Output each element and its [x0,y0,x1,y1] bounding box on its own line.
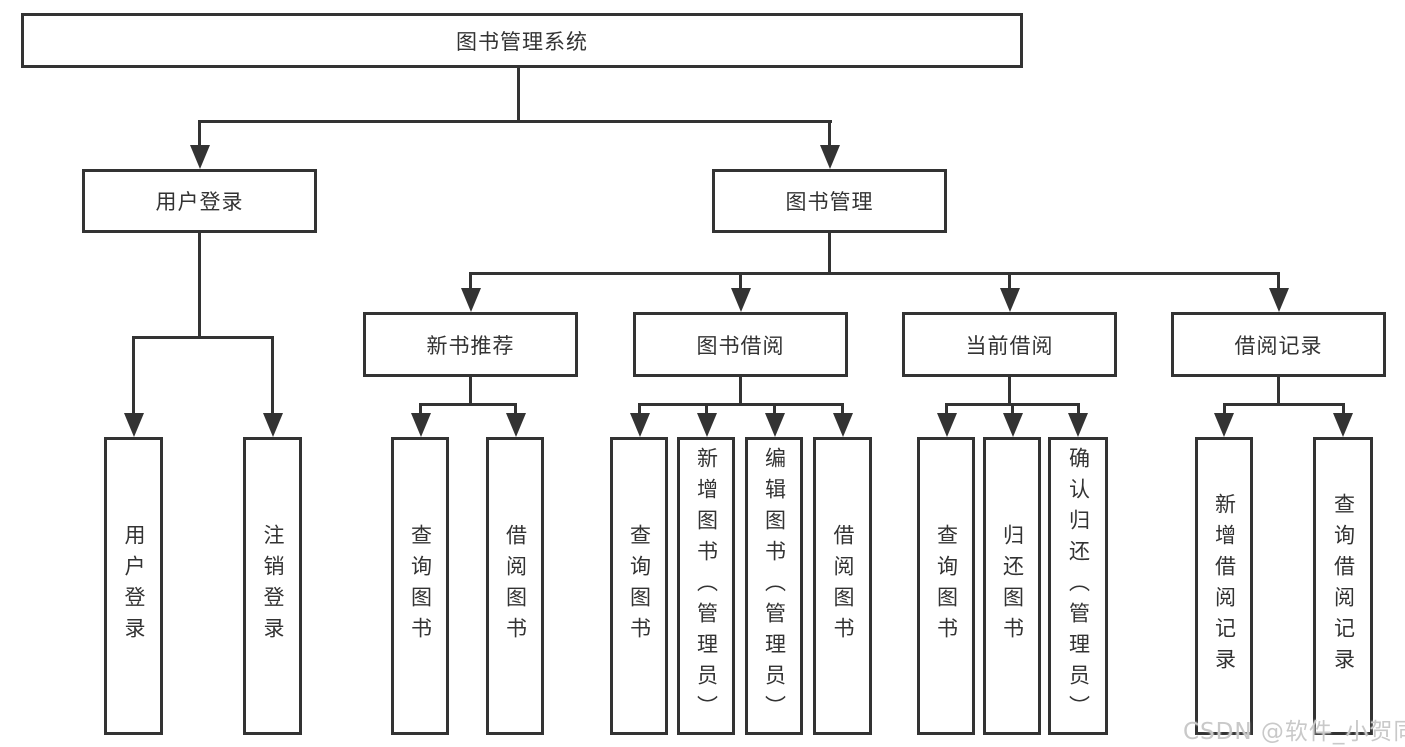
leaf-logout-label: 注销登录 [261,524,285,648]
leaf-newbook-query-books-label: 查询图书 [408,524,433,648]
arrowhead-icon [1333,413,1353,437]
connector-line [1341,406,1345,415]
leaf-add-books-admin: 新增图书（管理员） [677,437,735,735]
arrowhead-icon [629,413,650,437]
arrowhead-icon [696,413,717,437]
leaf-query-borrow-record: 查询借阅记录 [1313,437,1373,735]
connector-line [828,123,831,147]
node-root-label: 图书管理系统 [456,29,588,54]
connector-line [945,403,1080,406]
connector-line [1222,403,1345,406]
csdn-watermark: CSDN @软件_小贺同学 [1183,719,1405,745]
node-book-borrow: 图书借阅 [633,312,848,377]
node-current-borrow-label: 当前借阅 [965,333,1054,358]
leaf-newbook-query-books: 查询图书 [391,437,449,735]
arrowhead-icon [1214,413,1234,437]
connector-line [739,275,742,290]
node-user-login-label: 用户登录 [155,190,244,214]
connector-line [1277,377,1280,406]
leaf-logout: 注销登录 [243,437,302,735]
connector-line [828,233,831,275]
connector-line [773,406,776,415]
connector-line [1277,275,1280,290]
connector-line [517,68,520,123]
arrowhead-icon [936,413,957,437]
connector-line [1011,406,1014,415]
arrowhead-icon [1268,288,1289,312]
leaf-newbook-borrow-books-label: 借阅图书 [503,524,528,648]
arrowhead-icon [1002,413,1023,437]
arrowhead-icon [764,413,785,437]
connector-line [271,339,274,415]
leaf-borrow-query-books-label: 查询图书 [627,524,652,648]
node-new-book-recommend-label: 新书推荐 [426,333,515,358]
leaf-borrow-books: 借阅图书 [813,437,872,735]
connector-line [705,406,708,415]
arrowhead-icon [460,288,481,312]
node-user-login: 用户登录 [82,169,317,233]
leaf-query-borrow-record-label: 查询借阅记录 [1331,493,1356,679]
connector-line [419,403,517,406]
leaf-return-books-label: 归还图书 [1000,524,1025,648]
arrowhead-icon [999,288,1020,312]
arrowhead-icon [189,145,210,169]
connector-line [132,339,135,415]
leaf-confirm-return-admin: 确认归还（管理员） [1048,437,1108,735]
connector-line [1222,406,1226,415]
node-new-book-recommend: 新书推荐 [363,312,578,377]
connector-line [469,377,472,406]
connector-line [841,406,844,415]
node-root: 图书管理系统 [21,13,1023,68]
connector-line [198,120,832,123]
leaf-current-query-books-label: 查询图书 [934,524,959,648]
connector-line [1076,406,1080,415]
node-borrow-records: 借阅记录 [1171,312,1386,377]
leaf-add-books-admin-label: 新增图书（管理员） [694,446,719,726]
node-borrow-records-label: 借阅记录 [1234,333,1323,358]
node-book-borrow-label: 图书借阅 [696,333,785,358]
arrowhead-icon [1068,413,1088,437]
arrowhead-icon [262,413,283,437]
leaf-borrow-query-books: 查询图书 [610,437,668,735]
arrowhead-icon [505,413,526,437]
leaf-confirm-return-admin-label: 确认归还（管理员） [1066,446,1091,726]
leaf-user-login: 用户登录 [104,437,163,735]
arrowhead-icon [123,413,144,437]
arrowhead-icon [410,413,431,437]
leaf-newbook-borrow-books: 借阅图书 [486,437,544,735]
arrowhead-icon [819,145,840,169]
connector-line [419,406,422,415]
connector-line [469,272,1280,275]
leaf-borrow-books-label: 借阅图书 [831,524,855,648]
node-book-management-label: 图书管理 [785,190,874,214]
leaf-add-borrow-record-label: 新增借阅记录 [1212,493,1237,679]
arrowhead-icon [730,288,751,312]
arrowhead-icon [832,413,853,437]
leaf-current-query-books: 查询图书 [917,437,975,735]
leaf-return-books: 归还图书 [983,437,1041,735]
connector-line [1008,377,1011,406]
connector-line [638,403,844,406]
connector-line [945,406,948,415]
leaf-add-borrow-record: 新增借阅记录 [1195,437,1253,735]
connector-line [198,233,201,339]
node-current-borrow: 当前借阅 [902,312,1117,377]
leaf-user-login-label: 用户登录 [122,524,146,648]
connector-line [132,336,274,339]
connector-line [1008,275,1011,290]
connector-line [638,406,641,415]
connector-line [469,275,472,290]
leaf-edit-books-admin-label: 编辑图书（管理员） [762,446,787,726]
connector-line [198,123,201,147]
leaf-edit-books-admin: 编辑图书（管理员） [745,437,803,735]
connector-line [514,406,517,415]
node-book-management: 图书管理 [712,169,947,233]
connector-line [739,377,742,406]
